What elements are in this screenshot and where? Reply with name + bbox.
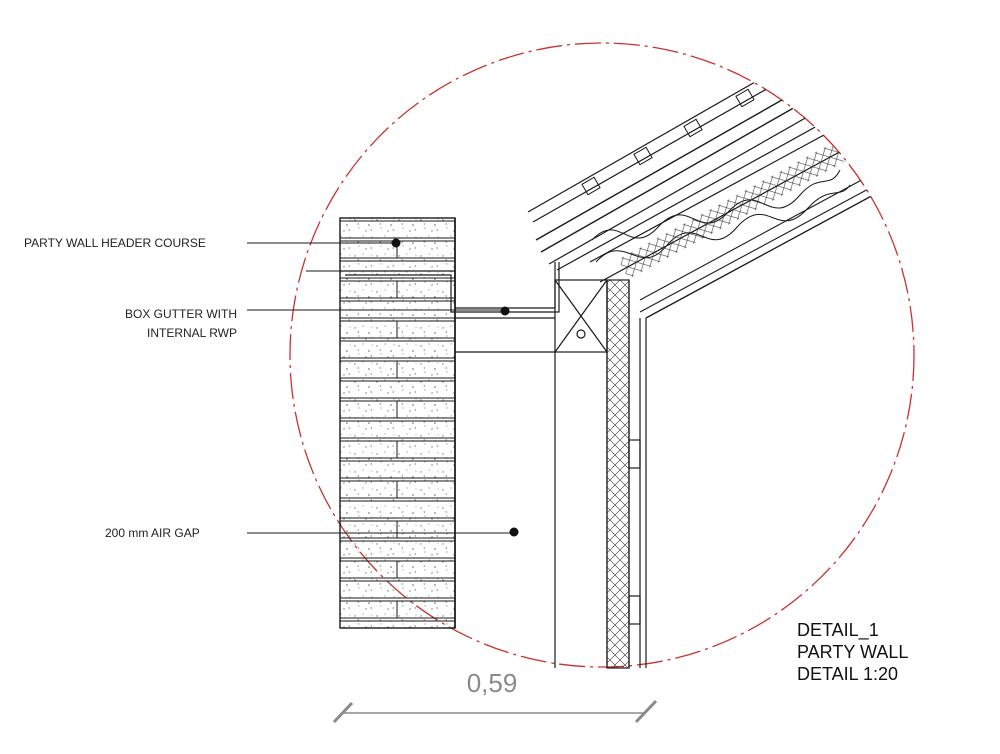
label-air-gap: 200 mm AIR GAP [105, 526, 200, 540]
dimension-line [332, 699, 658, 724]
label-gutter-line2: INTERNAL RWP [147, 326, 237, 340]
title-line1: DETAIL_1 [797, 620, 879, 641]
label-header-course: PARTY WALL HEADER COURSE [24, 236, 206, 250]
air-gap-marker [509, 527, 519, 537]
gutter-marker [500, 306, 510, 316]
roof-buildup [527, 61, 891, 319]
timber-frame-wall [554, 279, 647, 669]
title-line3: DETAIL 1:20 [797, 664, 898, 684]
brick-wall [339, 217, 456, 629]
leader-lines [247, 242, 513, 534]
dimension-value: 0,59 [467, 668, 518, 698]
label-gutter-line1: BOX GUTTER WITH [125, 307, 237, 321]
header-course-marker [391, 238, 401, 248]
detail-boundary-circle [289, 42, 915, 668]
title-line2: PARTY WALL [797, 642, 908, 662]
